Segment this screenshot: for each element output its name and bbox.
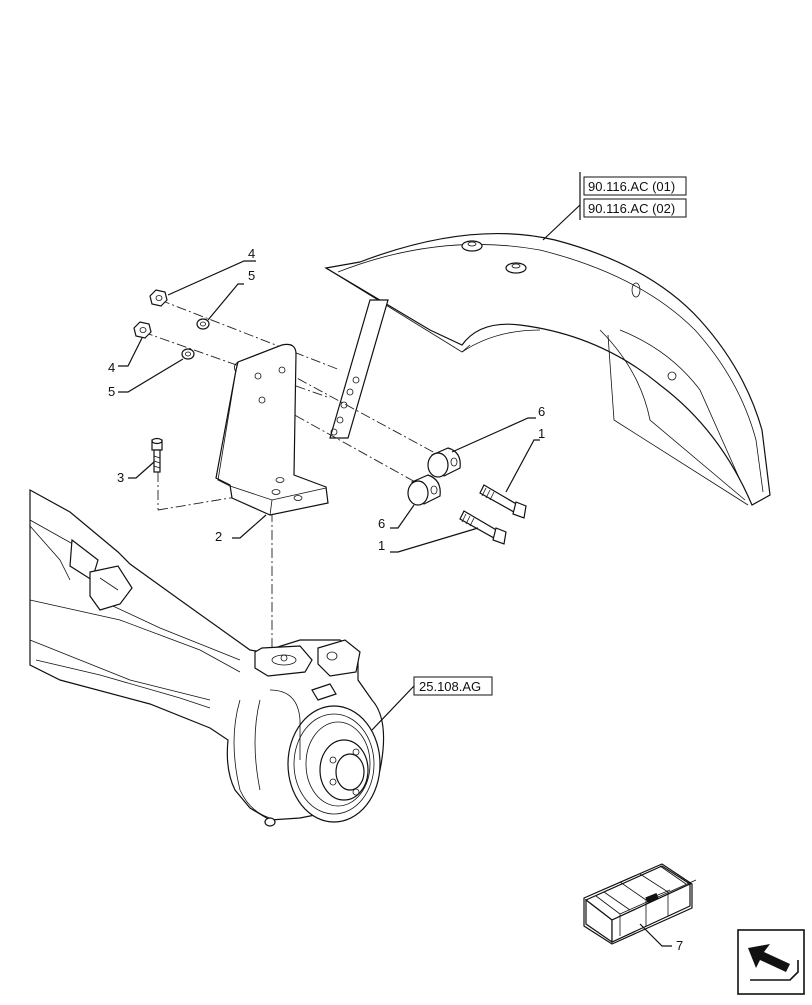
callout-nut-lower: 4 bbox=[108, 337, 143, 375]
callout-washer-lower: 5 bbox=[108, 358, 184, 399]
fender-reference-2[interactable]: 90.116.AC (02) bbox=[583, 198, 687, 218]
callout-washer-lower-label: 5 bbox=[108, 384, 115, 399]
fender-reference-2-label: 90.116.AC (02) bbox=[588, 201, 675, 216]
axle bbox=[29, 488, 385, 827]
spacer-upper[interactable] bbox=[427, 447, 461, 478]
callout-bolt-upper: 1 bbox=[505, 426, 545, 493]
bolt-lower[interactable] bbox=[459, 510, 507, 545]
spacer-lower[interactable] bbox=[407, 474, 441, 506]
nut-upper[interactable] bbox=[149, 289, 168, 307]
callout-screw: 3 bbox=[117, 461, 155, 485]
axle-leader-line bbox=[371, 685, 415, 731]
callout-spacer-lower: 6 bbox=[378, 504, 415, 531]
nut-lower[interactable] bbox=[133, 321, 152, 339]
washer-upper[interactable] bbox=[196, 318, 210, 330]
fender-reference-1-label: 90.116.AC (01) bbox=[588, 179, 675, 194]
bracket[interactable] bbox=[215, 343, 329, 516]
fender-leader-line bbox=[542, 204, 581, 241]
axle-reference-label: 25.108.AG bbox=[419, 679, 481, 694]
screw[interactable] bbox=[151, 437, 163, 473]
corner-arrow-icon[interactable] bbox=[737, 929, 805, 995]
fender-reference-1[interactable]: 90.116.AC (01) bbox=[579, 172, 687, 220]
callout-bracket-label: 2 bbox=[215, 529, 222, 544]
callout-nut-lower-label: 4 bbox=[108, 360, 115, 375]
callout-kit-label: 7 bbox=[676, 938, 683, 953]
callout-washer-upper: 5 bbox=[207, 268, 255, 321]
callout-nut-upper: 4 bbox=[167, 246, 256, 296]
bolt-upper[interactable] bbox=[479, 484, 527, 519]
callout-bracket: 2 bbox=[215, 514, 267, 544]
callout-spacer-upper-label: 6 bbox=[538, 404, 545, 419]
callout-bolt-upper-label: 1 bbox=[538, 426, 545, 441]
callout-spacer-upper: 6 bbox=[451, 404, 545, 453]
callout-washer-upper-label: 5 bbox=[248, 268, 255, 283]
callout-screw-label: 3 bbox=[117, 470, 124, 485]
callout-spacer-lower-label: 6 bbox=[378, 516, 385, 531]
callout-bolt-lower-label: 1 bbox=[378, 538, 385, 553]
assembly-lines bbox=[142, 299, 449, 660]
callout-bolt-lower: 1 bbox=[378, 527, 479, 553]
washer-lower[interactable] bbox=[181, 348, 195, 360]
kit-crate-icon[interactable] bbox=[583, 863, 697, 945]
fender bbox=[324, 232, 771, 506]
callout-nut-upper-label: 4 bbox=[248, 246, 255, 261]
callout-kit: 7 bbox=[639, 923, 683, 953]
axle-reference[interactable]: 25.108.AG bbox=[413, 676, 493, 696]
